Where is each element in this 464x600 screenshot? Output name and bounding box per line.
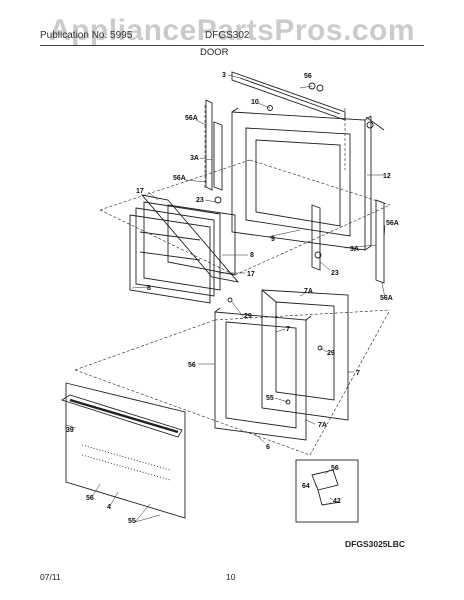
callout-23-right: 23: [331, 270, 339, 277]
model-header: DFGS302: [205, 30, 250, 41]
callout-23-left: 23: [196, 197, 204, 204]
door-gasket: [261, 289, 349, 421]
callout-17-top: 17: [136, 188, 144, 195]
callout-56-mid: 56: [188, 362, 196, 369]
left-side-trim: [205, 99, 223, 204]
callout-29-mid: 29: [327, 350, 335, 357]
publication-number: Publication No. 5995: [40, 30, 133, 41]
leader-lines: [65, 74, 386, 523]
exploded-door-diagram: 3 56 10 56A 3A 56A 12 17 23 8 9 56A 3A 1…: [60, 71, 399, 525]
assembly-guide-lines: [74, 105, 391, 456]
section-title: DOOR: [200, 47, 229, 58]
callout-56a-bottom-right: 56A: [380, 295, 393, 302]
watermark: AppliancePartsPros.com: [48, 14, 416, 47]
callout-8-b: 8: [147, 285, 151, 292]
callout-56-inset: 56: [331, 465, 339, 472]
callout-55-bottom: 55: [128, 518, 136, 525]
callout-64: 64: [302, 483, 310, 490]
footer-page-number: 10: [226, 572, 236, 582]
callout-55-mid: 55: [266, 395, 274, 402]
callout-12: 12: [383, 173, 391, 180]
screw-hardware: [227, 82, 385, 405]
callout-10: 10: [251, 99, 259, 106]
header-rule: [40, 45, 424, 46]
top-vent-trim: [231, 71, 346, 121]
callout-3a-right: 3A: [350, 246, 359, 253]
callout-6: 6: [266, 444, 270, 451]
callout-56-top: 56: [304, 73, 312, 80]
callout-42: 42: [333, 498, 341, 505]
callout-29-top: 29: [244, 313, 252, 320]
callout-3a-left: 3A: [190, 155, 199, 162]
callout-39: 39: [66, 427, 74, 434]
callout-7-b: 7: [356, 370, 360, 377]
callout-56a-mid: 56A: [173, 175, 186, 182]
callout-7-a: 7: [286, 326, 290, 333]
glass-pane-stack: [129, 194, 240, 304]
callout-9: 9: [271, 236, 275, 243]
model-number: DFGS3025LBC: [345, 539, 405, 549]
callout-8-a: 8: [250, 252, 254, 259]
callout-56a-right: 56A: [386, 220, 399, 227]
outer-door-frame: [214, 307, 312, 441]
door-outer-panel: [60, 382, 186, 519]
callout-7a-bottom: 7A: [318, 422, 327, 429]
callout-56-bottom-left: 56: [86, 495, 94, 502]
footer-date: 07/11: [40, 572, 61, 582]
callout-56a-left: 56A: [185, 115, 198, 122]
callout-4: 4: [107, 504, 111, 511]
callout-3: 3: [222, 72, 226, 79]
rear-glass-pane: [167, 204, 236, 276]
inset-bracket-box: [295, 459, 359, 523]
inner-door-liner: [231, 107, 372, 251]
callout-7a-top: 7A: [304, 288, 313, 295]
callout-17-bottom: 17: [247, 271, 255, 278]
right-side-trim: [311, 199, 385, 284]
